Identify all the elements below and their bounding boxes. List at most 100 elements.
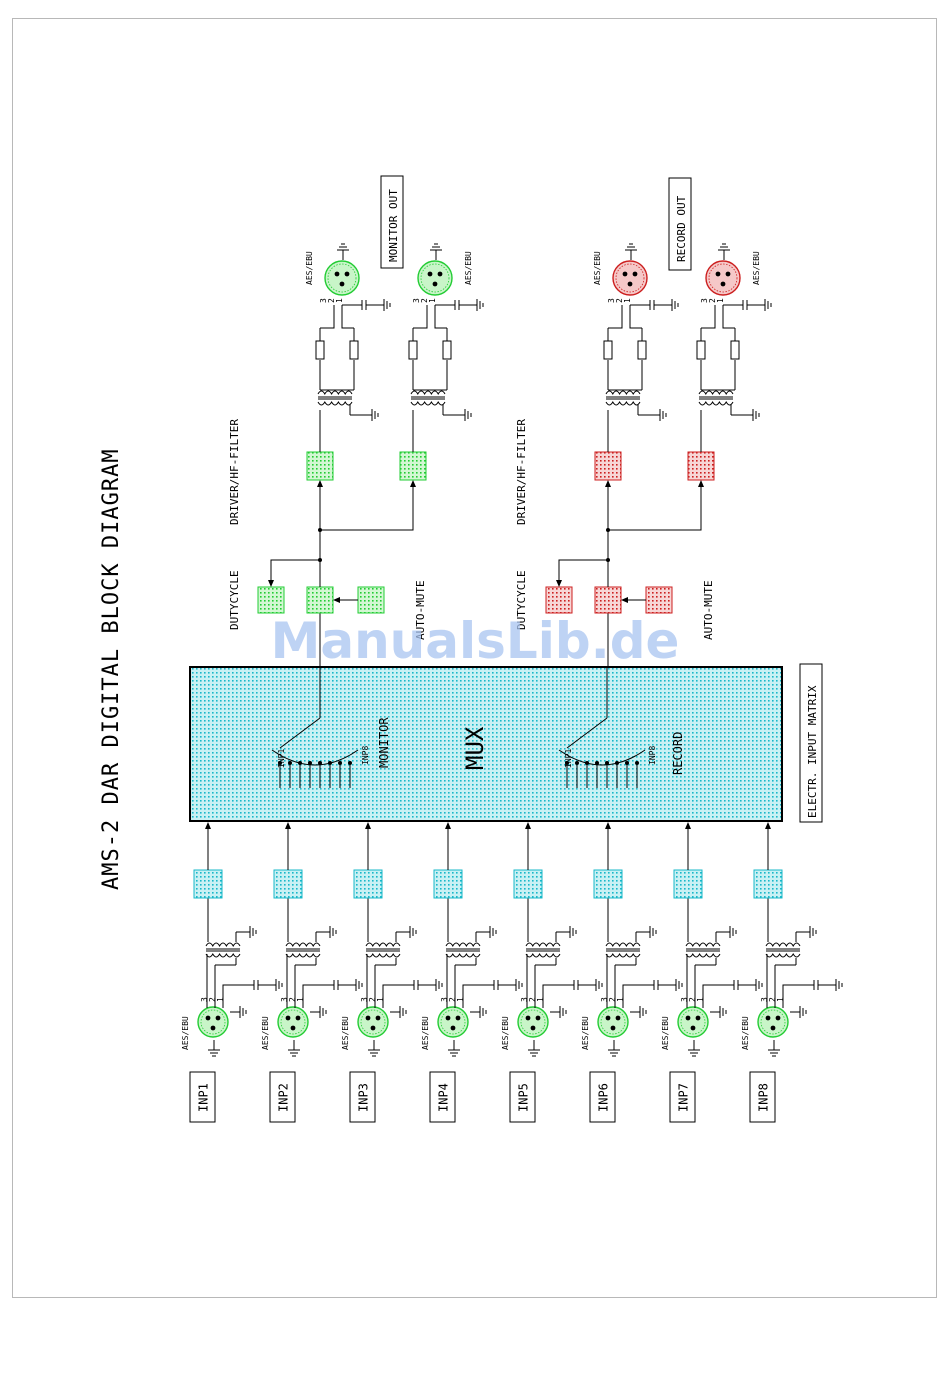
input-label: INP6 — [597, 1083, 611, 1112]
xlr-ring — [200, 1009, 226, 1035]
dutycycle-label-monitor: DUTYCYCLE — [228, 570, 241, 630]
xlr-pin — [334, 271, 340, 277]
input-label-box — [429, 1071, 456, 1123]
capacitor — [246, 980, 266, 990]
resistor — [408, 340, 418, 360]
selector-wiper — [566, 717, 608, 749]
input-transformer — [605, 942, 641, 958]
xlr-pin — [210, 1025, 216, 1031]
automute-label-record: AUTO-MUTE — [702, 580, 715, 640]
xlr-pin — [610, 1025, 616, 1031]
diagram-title: AMS-2 DAR DIGITAL BLOCK DIAGRAM — [99, 448, 124, 890]
transformer-winding — [445, 942, 481, 948]
xlr-pin — [627, 281, 633, 287]
input-label-box — [509, 1071, 536, 1123]
arrow-head — [317, 480, 323, 487]
ground-symbol — [374, 299, 391, 311]
transformer-winding — [445, 952, 481, 958]
input-transformer — [365, 942, 401, 958]
arrow-head — [410, 480, 416, 487]
pin-label: 1 — [456, 997, 465, 1002]
xlr-pin — [370, 1025, 376, 1031]
input-label: INP3 — [357, 1083, 371, 1112]
connector-label: AES/EBU — [593, 251, 602, 285]
monitor-selector-last: INP8 — [361, 746, 370, 765]
matrix-caption-box — [799, 663, 823, 823]
xlr-pin — [715, 271, 721, 277]
connector-label: AES/EBU — [421, 1016, 430, 1050]
xlr-pin — [205, 1015, 211, 1021]
xlr-ring — [708, 263, 738, 293]
resistor — [315, 340, 325, 360]
xlr-pin — [455, 1015, 461, 1021]
transformer-winding — [205, 952, 241, 958]
xlr-ring — [600, 1009, 626, 1035]
pin-label: 3 — [680, 997, 689, 1002]
capacitor — [406, 980, 426, 990]
selector-contact — [635, 761, 639, 765]
transformer-winding — [410, 390, 446, 396]
input-xlr-connector — [677, 1006, 709, 1038]
monitor-selector-first: INP1 — [277, 749, 286, 768]
input-transformer — [205, 942, 241, 958]
xlr-pin — [365, 1015, 371, 1021]
ground-symbol — [550, 1006, 567, 1018]
input-receiver-block — [673, 869, 703, 899]
transformer-winding — [605, 942, 641, 948]
record-selector-label: RECORD — [671, 732, 685, 775]
ground-symbol — [448, 1040, 460, 1057]
pin-label: 2 — [368, 997, 377, 1002]
xlr-ring — [327, 263, 357, 293]
xlr-pin — [725, 271, 731, 277]
pin-label: 3 — [280, 997, 289, 1002]
xlr-ring — [420, 263, 450, 293]
xlr-pin — [215, 1015, 221, 1021]
capacitor — [642, 300, 662, 310]
transformer-winding — [698, 400, 734, 406]
resistor — [637, 340, 647, 360]
xlr-shell — [437, 1006, 469, 1038]
xlr-pin — [295, 1015, 301, 1021]
connector-label: AES/EBU — [752, 251, 761, 285]
pin-label: 3 — [760, 997, 769, 1002]
transformer-winding — [365, 952, 401, 958]
xlr-pin — [622, 271, 628, 277]
xlr-shell — [324, 260, 360, 296]
ground-symbol — [790, 1006, 807, 1018]
xlr-pin — [344, 271, 350, 277]
ground-symbol — [337, 243, 349, 260]
input-label-box — [269, 1071, 296, 1123]
matrix-caption: ELECTR. INPUT MATRIX — [806, 685, 819, 818]
xlr-pin — [690, 1025, 696, 1031]
ground-symbol — [720, 926, 737, 938]
wire — [382, 984, 408, 1008]
wire — [302, 984, 328, 1008]
wire — [434, 305, 447, 329]
ground-symbol — [390, 1006, 407, 1018]
xlr-shell — [612, 260, 648, 296]
pin-label: 1 — [776, 997, 785, 1002]
pin-label: 2 — [288, 997, 297, 1002]
ground-symbol — [662, 299, 679, 311]
xlr-pin — [285, 1015, 291, 1021]
transformer-winding — [605, 390, 641, 396]
arrow-head — [605, 822, 611, 829]
input-label: INP5 — [517, 1083, 531, 1112]
xlr-pin — [290, 1025, 296, 1031]
transformer-winding — [605, 400, 641, 406]
ground-symbol — [208, 1040, 220, 1057]
input-xlr-connector — [757, 1006, 789, 1038]
xlr-pin — [535, 1015, 541, 1021]
pin-label: 3 — [200, 997, 209, 1002]
resistor — [730, 340, 740, 360]
input-matrix-block — [189, 666, 783, 822]
monitor-dutycycle-block — [257, 586, 285, 614]
ground-symbol — [230, 1006, 247, 1018]
transformer-winding — [205, 942, 241, 948]
connector-label: AES/EBU — [261, 1016, 270, 1050]
resistor — [349, 340, 359, 360]
